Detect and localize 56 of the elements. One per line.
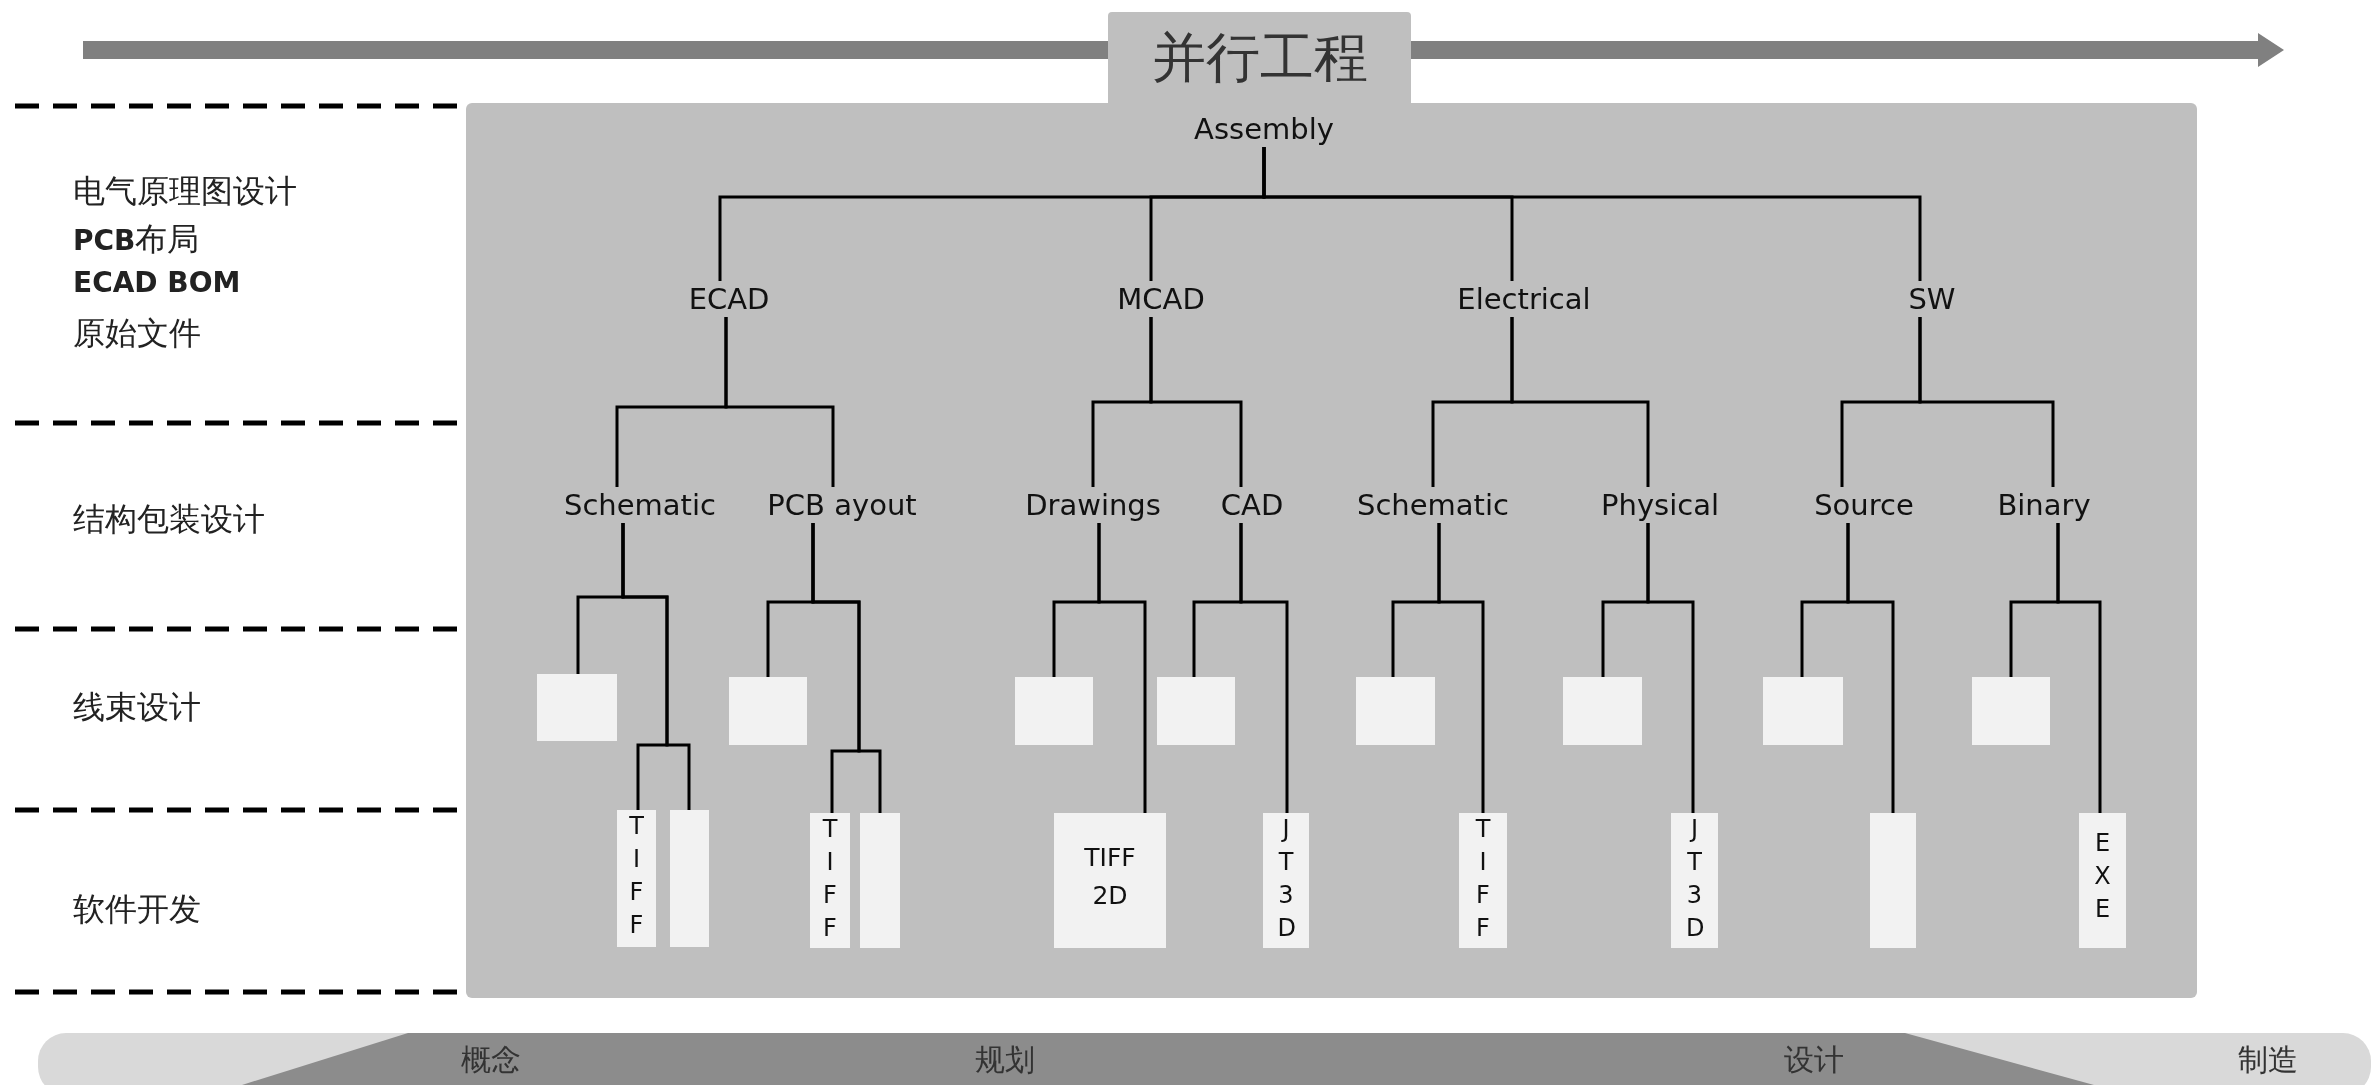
tree-label: Drawings: [1025, 487, 1161, 523]
format-box: TIFF: [1459, 813, 1507, 948]
phase-label: 规划: [975, 1041, 1035, 1079]
empty-box: [1870, 813, 1916, 948]
tree-label: Electrical: [1457, 281, 1591, 317]
row-label: 线束设计: [73, 687, 201, 728]
tree-label: Binary: [1997, 487, 2091, 523]
connector-line: [1510, 317, 1650, 487]
connector-line: [1437, 523, 1485, 813]
connector-line: [811, 523, 882, 813]
tree-label: Assembly: [1194, 111, 1334, 147]
row-label: ECAD BOM: [73, 266, 241, 299]
tree-label: MCAD: [1117, 281, 1205, 317]
format-box: TIFF 2D: [1054, 813, 1166, 948]
row-label: 软件开发: [73, 889, 201, 930]
empty-box: [1015, 677, 1093, 745]
connector-line: [1262, 147, 1922, 281]
empty-box: [537, 674, 617, 741]
phase-label: 概念: [461, 1041, 521, 1079]
tree-label: SW: [1908, 281, 1956, 317]
connector-line: [1149, 317, 1243, 487]
phase-label: 制造: [2238, 1041, 2298, 1079]
empty-box: [1763, 677, 1843, 745]
format-box: TIFF: [810, 813, 850, 948]
empty-box: [729, 677, 807, 745]
format-box: JT3D: [1671, 813, 1718, 948]
connector-line: [621, 523, 691, 810]
row-label: 电气原理图设计: [73, 171, 297, 212]
tree-label: Schematic: [1357, 487, 1509, 523]
row-label: PCB布局: [73, 219, 200, 260]
connector-line: [1918, 317, 2055, 487]
empty-box: [860, 813, 900, 948]
empty-box: [670, 810, 709, 947]
empty-box: [1563, 677, 1642, 745]
empty-box: [1356, 677, 1435, 745]
title-tab: 并行工程: [1108, 12, 1411, 103]
empty-box: [1157, 677, 1235, 745]
connector-line: [1239, 523, 1289, 813]
row-label: 原始文件: [73, 313, 201, 354]
connector-line: [1846, 523, 1895, 813]
format-box: JT3D: [1263, 813, 1309, 948]
tree-label: Schematic: [564, 487, 716, 523]
row-label: 结构包装设计: [73, 499, 265, 540]
phase-label: 设计: [1784, 1041, 1844, 1079]
connector-line: [724, 317, 835, 487]
format-box: EXE: [2079, 813, 2126, 948]
tree-label: ECAD: [688, 281, 770, 317]
tree-label: PCB ayout: [767, 487, 917, 523]
tree-label: Physical: [1601, 487, 1719, 523]
tree-label: Source: [1814, 487, 1914, 523]
connector-line: [1097, 523, 1147, 813]
empty-box: [1972, 677, 2050, 745]
connector-line: [1646, 523, 1695, 813]
tree-label: CAD: [1220, 487, 1284, 523]
format-box: TIFF: [617, 810, 656, 947]
connector-line: [2056, 523, 2102, 813]
